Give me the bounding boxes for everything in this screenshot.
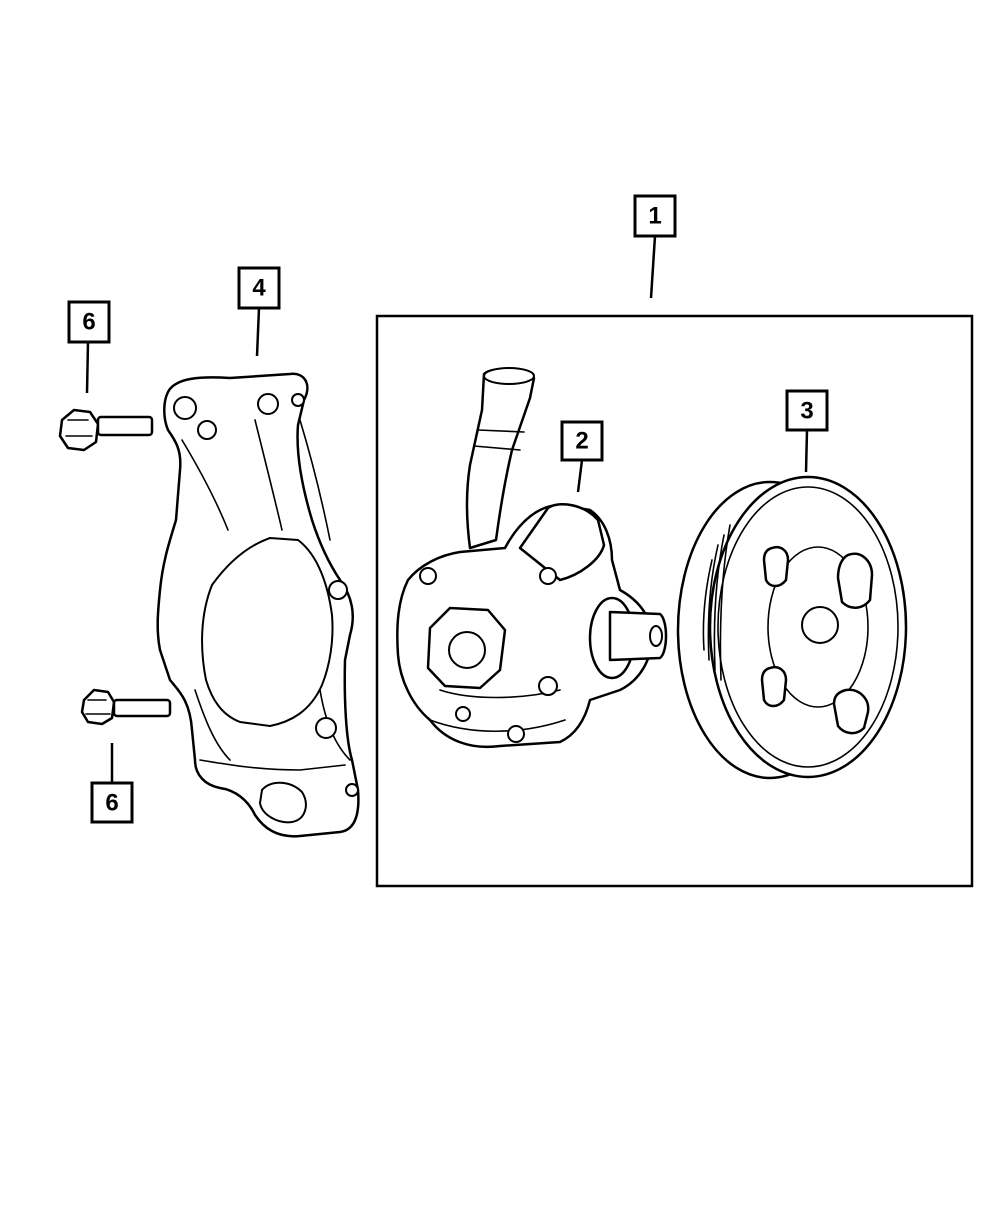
power-steering-pump-drawing [396, 367, 668, 749]
pump-assembly-frame [375, 314, 974, 888]
callout-pump: 2 [560, 420, 604, 462]
callout-bracket: 4 [237, 266, 281, 310]
callout-box [90, 781, 134, 824]
leader-line-pump [576, 459, 584, 493]
callout-number: 3 [800, 398, 813, 425]
leader-line-bolt-upper [85, 341, 90, 394]
leader-line-pulley [804, 429, 809, 473]
leader-line-bracket [255, 307, 261, 357]
lower-bolt-drawing [80, 688, 172, 726]
callout-bolt-upper: 6 [67, 300, 111, 344]
mounting-bracket-drawing [156, 372, 360, 838]
callout-number: 1 [648, 203, 661, 230]
callout-assembly: 1 [633, 194, 677, 238]
callout-bolt-lower: 6 [90, 781, 134, 824]
callout-box [785, 389, 829, 432]
callout-number: 2 [575, 428, 588, 455]
callout-box [633, 194, 677, 238]
callout-pulley: 3 [785, 389, 829, 432]
callout-box [67, 300, 111, 344]
upper-bolt-drawing [58, 408, 154, 452]
pulley-drawing [676, 475, 908, 780]
callout-number: 4 [252, 275, 266, 302]
leader-line-assembly [649, 235, 657, 299]
callout-box [237, 266, 281, 310]
callout-box [560, 420, 604, 462]
callout-number: 6 [105, 790, 118, 817]
callout-number: 6 [82, 309, 95, 336]
